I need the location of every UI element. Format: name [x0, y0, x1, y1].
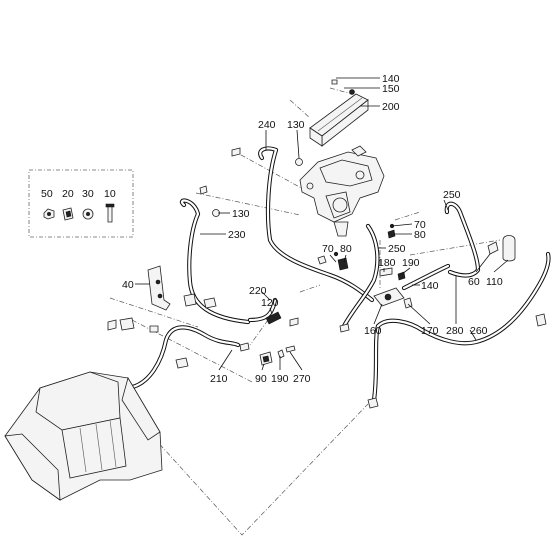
hoses: [125, 146, 551, 403]
label-150: 150: [382, 83, 400, 95]
label-70-right: 70: [414, 219, 426, 231]
label-20: 20: [62, 188, 74, 200]
label-60: 60: [468, 276, 480, 288]
label-190-right: 190: [402, 257, 420, 269]
label-70-left: 70: [322, 243, 334, 255]
label-170: 170: [421, 325, 439, 337]
part-labels: 140 150 200 240 130 250 50 20 30 10 130 …: [41, 73, 503, 385]
end-clip-260: [535, 313, 547, 327]
label-140-top: 140: [382, 73, 400, 85]
part-20-clip: [62, 207, 74, 221]
small-parts-inset: [28, 169, 134, 238]
label-230: 230: [228, 229, 246, 241]
label-200: 200: [382, 101, 400, 113]
part-30-grommet: [82, 208, 94, 220]
leader-lines: [135, 77, 509, 371]
part-50-nut: [43, 208, 55, 220]
bracket-40: [147, 265, 171, 311]
label-190-lower: 190: [271, 373, 289, 385]
label-210: 210: [210, 373, 228, 385]
fittings: [212, 158, 547, 409]
part-10-screw: [105, 203, 115, 223]
fitting-190-lower: [277, 349, 285, 359]
clamp-80-left: [337, 257, 349, 271]
label-130-left: 130: [232, 208, 250, 220]
fitting-270: [285, 345, 296, 353]
reference-lines: [105, 87, 501, 536]
label-130-top: 130: [287, 119, 305, 131]
connector-120: [265, 311, 282, 325]
inset-frame: [28, 169, 134, 238]
clamp-80-right: [387, 229, 396, 239]
label-140-right: 140: [421, 280, 439, 292]
label-40: 40: [122, 279, 134, 291]
fitting-60: [487, 241, 499, 255]
fitting-190: [397, 271, 406, 281]
label-80-left: 80: [340, 243, 352, 255]
fitting-180: [379, 267, 393, 277]
fuel-cooler: [309, 79, 369, 147]
label-250-top: 250: [443, 189, 461, 201]
label-240: 240: [258, 119, 276, 131]
body-cover: [4, 371, 163, 501]
label-120: 120: [261, 297, 279, 309]
label-280: 280: [446, 325, 464, 337]
label-260: 260: [470, 325, 488, 337]
label-30: 30: [82, 188, 94, 200]
label-250-lower: 250: [388, 243, 406, 255]
loose-hardware: [107, 147, 350, 369]
label-270: 270: [293, 373, 311, 385]
label-90: 90: [255, 373, 267, 385]
engine-housing: [299, 145, 385, 237]
label-220: 220: [249, 285, 267, 297]
grommet-130-top: [295, 158, 303, 166]
label-10: 10: [104, 188, 116, 200]
label-110: 110: [486, 276, 503, 288]
label-180: 180: [378, 257, 396, 269]
label-80-right: 80: [414, 229, 426, 241]
label-160: 160: [364, 325, 382, 337]
fuel-filter-110: [502, 235, 516, 262]
label-50: 50: [41, 188, 53, 200]
